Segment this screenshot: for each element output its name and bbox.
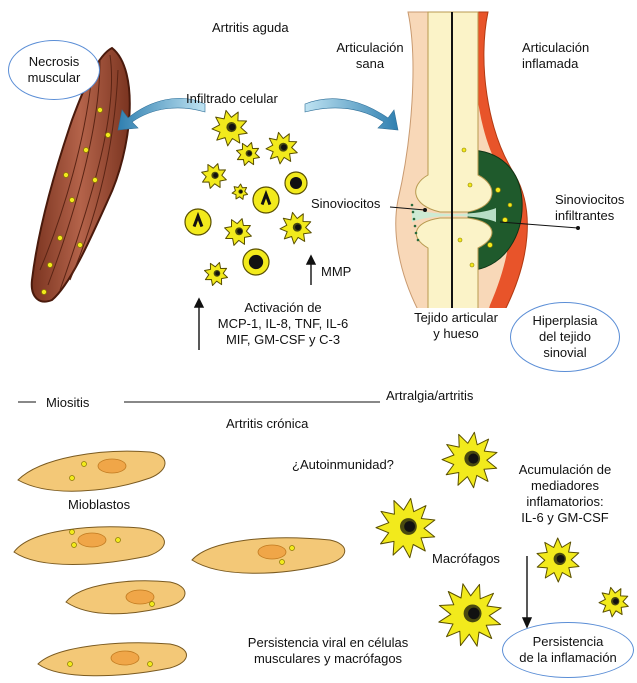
persistencia-viral-line-2: musculares y macrófagos — [228, 651, 428, 667]
persistencia-inf-line-2: de la inflamación — [519, 650, 617, 666]
mioblastos-label: Mioblastos — [68, 497, 130, 513]
hiperplasia-line-1: Hiperplasia — [532, 313, 597, 329]
infiltrado-label: Infiltrado celular — [186, 91, 278, 107]
chronic-macrophage-3 — [537, 538, 579, 582]
sana-line-1: Articulación — [328, 40, 412, 56]
chronic-macrophage-4 — [439, 584, 501, 646]
sinoviocitos-infiltrantes-label: Sinoviocitos infiltrantes — [555, 192, 624, 224]
inflamada-line-1: Articulación — [522, 40, 589, 56]
acute-cells — [185, 110, 311, 285]
hiperplasia-oval: Hiperplasia del tejido sinovial — [510, 302, 620, 372]
tejido-label: Tejido articular y hueso — [400, 308, 512, 344]
artralgia-label: Artralgia/artritis — [386, 388, 473, 404]
myoblast-cell-5 — [38, 643, 187, 676]
myoblast-cell-3 — [192, 538, 345, 573]
persistencia-viral-label: Persistencia viral en células musculares… — [228, 635, 428, 667]
chronic-arthritis-title: Artritis crónica — [226, 416, 308, 432]
hiperplasia-line-3: sinovial — [532, 345, 597, 361]
acumulacion-line-1: Acumulación de — [500, 462, 630, 478]
inflamada-line-2: inflamada — [522, 56, 589, 72]
acute-cell-8 — [205, 263, 228, 286]
acute-cell-6 — [225, 219, 252, 246]
acute-round-cell-1 — [253, 187, 279, 213]
acute-cell-7 — [280, 212, 311, 244]
activation-line-3: MIF, GM-CSF y C-3 — [203, 332, 363, 348]
persistencia-viral-line-1: Persistencia viral en células — [228, 635, 428, 651]
acute-round-cell-4 — [243, 249, 269, 275]
tejido-line-1: Tejido articular — [404, 310, 508, 326]
necrosis-line-2: muscular — [28, 70, 81, 86]
myoblast-cell-2 — [14, 527, 164, 565]
acute-cell-5 — [232, 184, 248, 199]
acumulacion-label: Acumulación de mediadores inflamatorios:… — [500, 462, 630, 526]
miositis-label: Miositis — [46, 395, 89, 411]
down-arrow — [523, 556, 531, 627]
acute-cell-2 — [266, 132, 297, 164]
chronic-macrophage-5 — [599, 587, 628, 617]
acute-arthritis-title: Artritis aguda — [212, 20, 289, 36]
chronic-macrophage-1 — [442, 432, 497, 488]
acumulacion-line-3: inflamatorios: — [500, 494, 630, 510]
activation-line-2: MCP-1, IL-8, TNF, IL-6 — [203, 316, 363, 332]
tejido-line-2: y hueso — [404, 326, 508, 342]
activation-line-1: Activación de — [203, 300, 363, 316]
persistencia-inf-line-1: Persistencia — [519, 634, 617, 650]
myoblast-cell-1 — [18, 451, 165, 491]
necrosis-line-1: Necrosis — [28, 54, 81, 70]
acute-cell-1 — [212, 110, 247, 145]
activation-label: Activación de MCP-1, IL-8, TNF, IL-6 MIF… — [203, 300, 363, 348]
hiperplasia-line-2: del tejido — [532, 329, 597, 345]
sinoviocitos-label: Sinoviocitos — [311, 196, 380, 212]
autoinmunidad-label: ¿Autoinmunidad? — [292, 457, 394, 473]
sana-line-2: sana — [328, 56, 412, 72]
acumulacion-line-2: mediadores — [500, 478, 630, 494]
myoblast-cell-4 — [66, 581, 185, 614]
articulacion-inflamada-label: Articulación inflamada — [522, 40, 589, 72]
chronic-macrophage-2 — [376, 498, 435, 557]
macrofagos-label: Macrófagos — [432, 551, 500, 567]
sinoviocitos-inf-line-1: Sinoviocitos — [555, 192, 624, 208]
acumulacion-line-4: IL-6 y GM-CSF — [500, 510, 630, 526]
sinoviocitos-inf-line-2: infiltrantes — [555, 208, 624, 224]
articulacion-sana-label: Articulación sana — [328, 40, 412, 72]
persistencia-inflamacion-oval: Persistencia de la inflamación — [502, 622, 634, 678]
acute-cell-3 — [237, 143, 260, 166]
mmp-label: MMP — [321, 264, 351, 280]
acute-cell-4 — [202, 164, 227, 189]
acute-round-cell-2 — [285, 172, 307, 194]
acute-round-cell-3 — [185, 209, 211, 235]
